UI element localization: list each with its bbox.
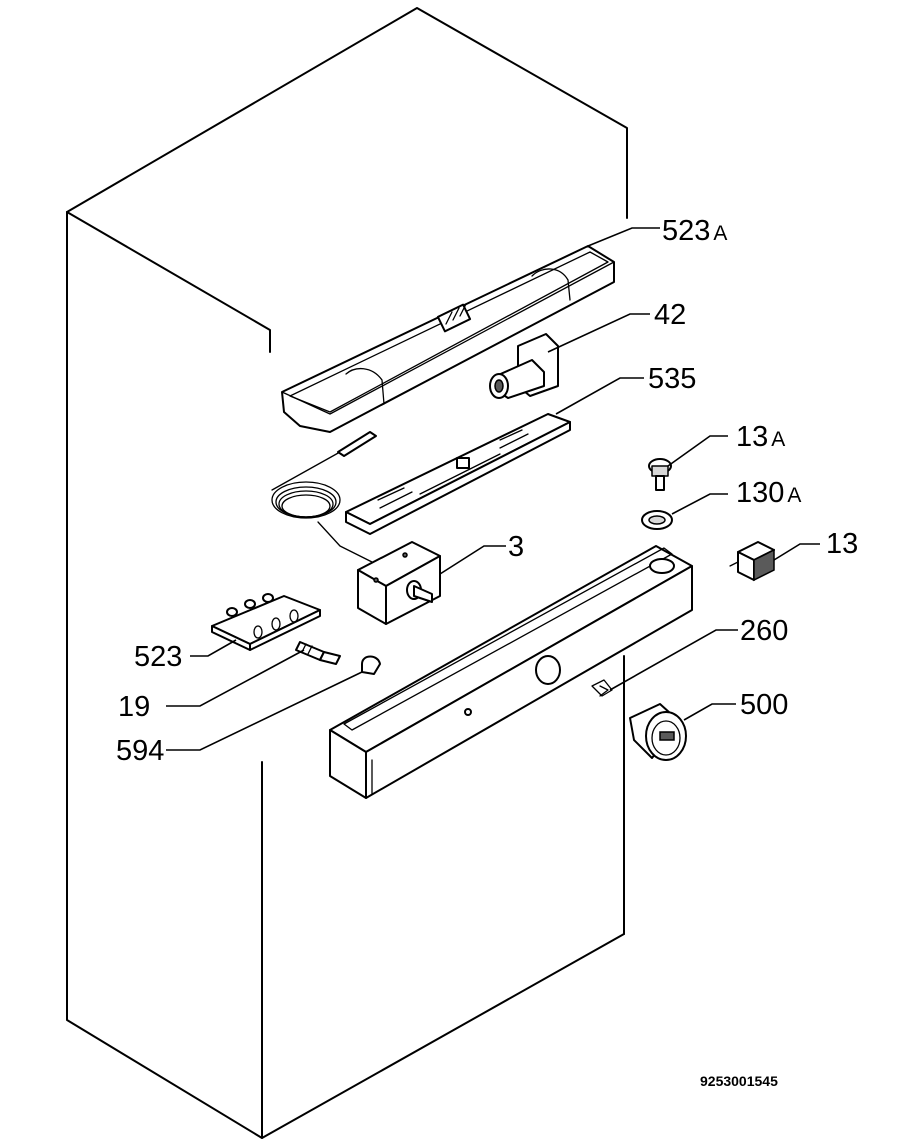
part-13-switch [729,541,775,582]
control-panel-housing [329,545,693,799]
part-130a-washer [641,510,673,530]
part-42-lamp-holder [489,333,559,399]
cabinet-outline [66,7,628,1139]
part-523-lamp-socket [211,593,321,651]
label-535: 535 [648,363,696,395]
label-42: 42 [654,299,686,331]
part-3-thermostat [357,541,441,625]
part-260-clip [591,679,613,697]
label-3: 3 [508,531,524,563]
part-535-bracket [345,413,571,535]
label-523: 523 [134,641,182,673]
part-594-cap [361,655,381,675]
document-number: 9253001545 [700,1073,778,1089]
label-260: 260 [740,615,788,647]
part-13a-screw [648,458,672,491]
part-523a-handle-cover [281,245,615,433]
label-19: 19 [118,691,150,723]
label-13: 13 [826,528,858,560]
latch-tab [436,303,472,333]
part-19-bulb [295,641,341,665]
capillary-tube [271,431,377,563]
label-594: 594 [116,735,164,767]
part-500-knob [629,703,687,761]
label-500: 500 [740,689,788,721]
leader-lines [166,227,820,751]
